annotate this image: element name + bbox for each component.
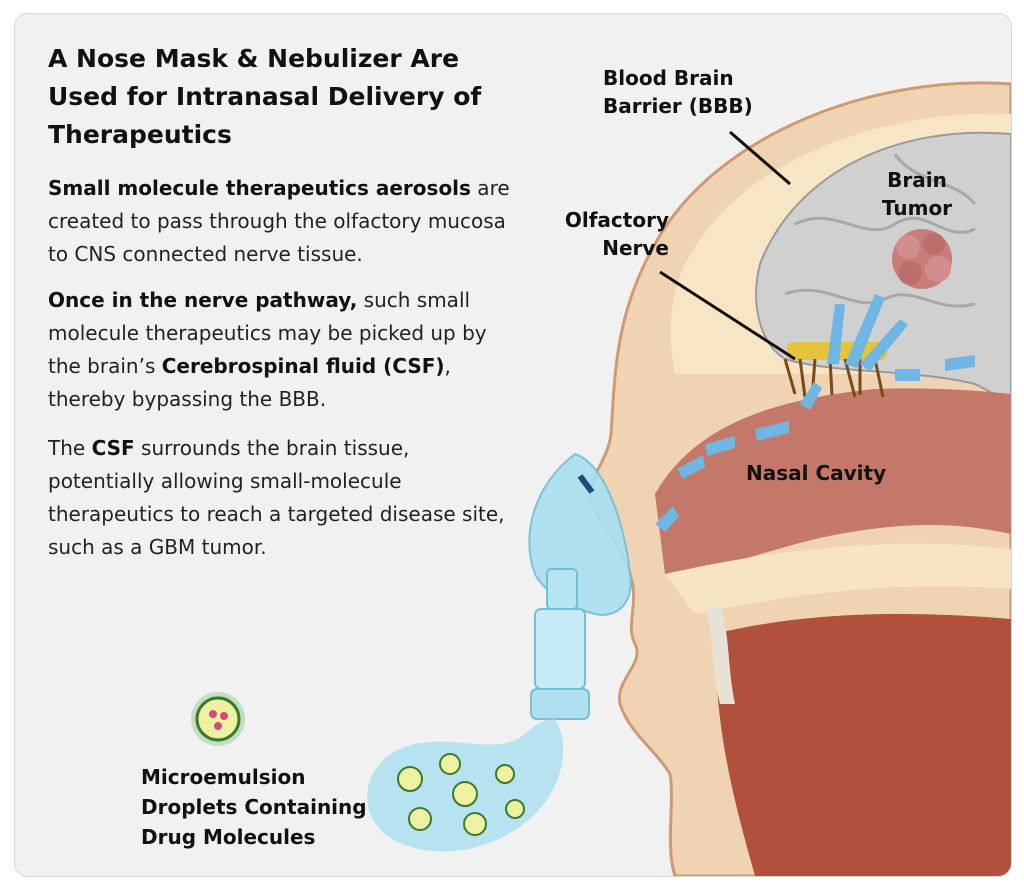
nebulizer-body — [534, 608, 586, 690]
paragraph-aerosols: Small molecule therapeutics aerosols are… — [48, 172, 518, 271]
label-bbb-line2: Barrier (BBB) — [603, 94, 753, 118]
aerosol-arrows — [655, 294, 975, 532]
brain-fold — [794, 216, 976, 234]
brain-tumor — [892, 229, 952, 289]
teeth — [705, 606, 735, 704]
label-droplet-line2: Droplets Containing — [141, 795, 367, 819]
brain-fold — [893, 153, 977, 205]
label-brain-tumor-line1: Brain — [887, 168, 947, 192]
brain-fold — [784, 288, 976, 308]
paragraph-csf-bold: Cerebrospinal fluid (CSF) — [161, 354, 445, 378]
paragraph-aerosols-text: are created to pass through the olfactor… — [48, 176, 510, 266]
bbb-pointer — [729, 130, 791, 186]
label-microemulsion: Microemulsion Droplets Containing Drug M… — [141, 762, 367, 852]
label-olfactory-line2: Nerve — [602, 236, 669, 260]
paragraph-csf-text: surrounds the brain tissue, potentially … — [48, 436, 505, 559]
label-brain-tumor: Brain Tumor — [877, 166, 957, 222]
label-bbb: Blood Brain Barrier (BBB) — [603, 64, 753, 120]
palate — [665, 543, 1011, 614]
paragraph-aerosols-bold: Small molecule therapeutics aerosols — [48, 176, 471, 200]
infographic-card: A Nose Mask & Nebulizer Are Used for Int… — [14, 13, 1012, 877]
label-olfactory-line1: Olfactory — [564, 208, 669, 232]
droplet-icon — [191, 692, 245, 746]
olfactory-pointer — [659, 270, 796, 361]
brain — [755, 131, 1011, 410]
cloud-droplets — [397, 753, 525, 836]
paragraph-nerve-pathway-text: such small molecule therapeutics may be … — [48, 288, 487, 378]
label-brain-tumor-line2: Tumor — [881, 196, 953, 220]
intranasal-delivery-illustration — [191, 81, 1011, 876]
nebulizer-connector — [546, 568, 578, 610]
mask-strap — [577, 474, 595, 494]
paragraph-csf-bold-2: CSF — [91, 436, 135, 460]
label-olfactory-nerve: Olfactory Nerve — [551, 206, 669, 262]
paragraph-nerve-pathway: Once in the nerve pathway, such small mo… — [48, 284, 518, 416]
label-bbb-line1: Blood Brain — [603, 66, 734, 90]
paragraph-nerve-pathway-end: , thereby bypassing the BBB. — [48, 354, 451, 411]
nasal-cavity — [655, 388, 1011, 574]
label-nasal-cavity: Nasal Cavity — [746, 461, 887, 485]
oral-cavity — [715, 614, 1011, 876]
paragraph-nerve-pathway-bold: Once in the nerve pathway, — [48, 288, 358, 312]
page-title: A Nose Mask & Nebulizer Are Used for Int… — [48, 44, 482, 149]
paragraph-csf-lead: The — [48, 436, 92, 460]
paragraph-csf: The CSF surrounds the brain tissue, pote… — [48, 432, 518, 564]
label-droplet-line3: Drug Molecules — [141, 825, 316, 849]
label-droplet-line1: Microemulsion — [141, 765, 306, 789]
nebulizer-base — [530, 688, 590, 720]
